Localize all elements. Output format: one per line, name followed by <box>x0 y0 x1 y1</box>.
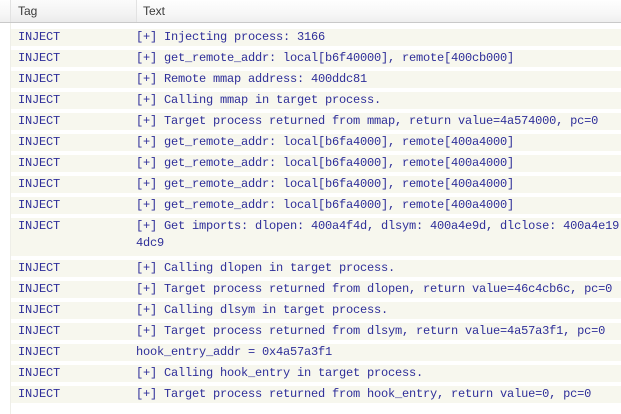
table-row[interactable]: INJECT hook_entry_addr = 0x4a57a3f1 <box>11 342 621 363</box>
table-row[interactable]: INJECT [+] get_remote_addr: local[b6fa40… <box>11 132 621 153</box>
text-cell: [+] get_remote_addr: local[b6fa4000], re… <box>136 198 515 212</box>
tag-cell: INJECT <box>18 93 61 107</box>
tag-cell: INJECT <box>18 156 61 170</box>
column-header-row: Tag Text <box>0 0 621 23</box>
table-row[interactable]: INJECT [+] Calling mmap in target proces… <box>11 90 621 111</box>
table-row[interactable]: INJECT [+] Remote mmap address: 400ddc81 <box>11 69 621 90</box>
tag-cell: INJECT <box>18 219 61 233</box>
tag-cell: INJECT <box>18 72 61 86</box>
table-row[interactable]: INJECT [+] Get imports: dlopen: 400a4f4d… <box>11 216 621 258</box>
table-row[interactable]: INJECT [+] get_remote_addr: local[b6fa40… <box>11 174 621 195</box>
text-cell: [+] Calling hook_entry in target process… <box>136 366 424 380</box>
text-cell: [+] get_remote_addr: local[b6fa4000], re… <box>136 156 515 170</box>
table-row[interactable]: INJECT [+] get_remote_addr: local[b6fa40… <box>11 195 621 216</box>
text-cell: [+] get_remote_addr: local[b6fa4000], re… <box>136 177 515 191</box>
table-row[interactable]: INJECT [+] get_remote_addr: local[b6f400… <box>11 48 621 69</box>
tag-cell: INJECT <box>18 135 61 149</box>
tag-cell: INJECT <box>18 30 61 44</box>
text-cell: [+] Get imports: dlopen: 400a4f4d, dlsym… <box>136 219 620 250</box>
tag-cell: INJECT <box>18 198 61 212</box>
text-cell: [+] get_remote_addr: local[b6f40000], re… <box>136 51 515 65</box>
column-header-text[interactable]: Text <box>143 4 166 18</box>
log-table-body: INJECT [+] Injecting process: 3166 INJEC… <box>0 23 621 405</box>
text-cell: [+] Calling mmap in target process. <box>136 93 382 107</box>
tag-cell: INJECT <box>18 51 61 65</box>
tag-cell: INJECT <box>18 177 61 191</box>
tag-cell: INJECT <box>18 324 61 338</box>
table-row[interactable]: INJECT [+] Target process returned from … <box>11 384 621 405</box>
table-row[interactable]: INJECT [+] Target process returned from … <box>11 321 621 342</box>
tag-cell: INJECT <box>18 345 61 359</box>
tag-cell: INJECT <box>18 366 61 380</box>
table-row[interactable]: INJECT [+] Injecting process: 3166 <box>11 27 621 48</box>
table-row[interactable]: INJECT [+] get_remote_addr: local[b6fa40… <box>11 153 621 174</box>
tag-cell: INJECT <box>18 282 61 296</box>
text-cell: [+] Target process returned from dlopen,… <box>136 282 613 296</box>
column-header-tag[interactable]: Tag <box>11 0 137 22</box>
table-row[interactable]: INJECT [+] Target process returned from … <box>11 279 621 300</box>
table-row[interactable]: INJECT [+] Calling dlsym in target proce… <box>11 300 621 321</box>
tag-cell: INJECT <box>18 261 61 275</box>
text-cell: [+] Calling dlsym in target process. <box>136 303 389 317</box>
text-cell: [+] Target process returned from dlsym, … <box>136 324 606 338</box>
tag-cell: INJECT <box>18 303 61 317</box>
tag-cell: INJECT <box>18 114 61 128</box>
text-cell: [+] Injecting process: 3166 <box>136 30 326 44</box>
table-row[interactable]: INJECT [+] Calling hook_entry in target … <box>11 363 621 384</box>
text-cell: [+] Target process returned from hook_en… <box>136 387 592 401</box>
text-cell: [+] Remote mmap address: 400ddc81 <box>136 72 368 86</box>
header-left-spacer <box>0 0 11 22</box>
table-row[interactable]: INJECT [+] Target process returned from … <box>11 111 621 132</box>
text-cell: [+] Calling dlopen in target process. <box>136 261 396 275</box>
table-row[interactable]: INJECT [+] Calling dlopen in target proc… <box>11 258 621 279</box>
tag-cell: INJECT <box>18 387 61 401</box>
text-cell: hook_entry_addr = 0x4a57a3f1 <box>136 345 333 359</box>
text-cell: [+] Target process returned from mmap, r… <box>136 114 599 128</box>
text-cell: [+] get_remote_addr: local[b6fa4000], re… <box>136 135 515 149</box>
column-separator <box>10 23 11 414</box>
